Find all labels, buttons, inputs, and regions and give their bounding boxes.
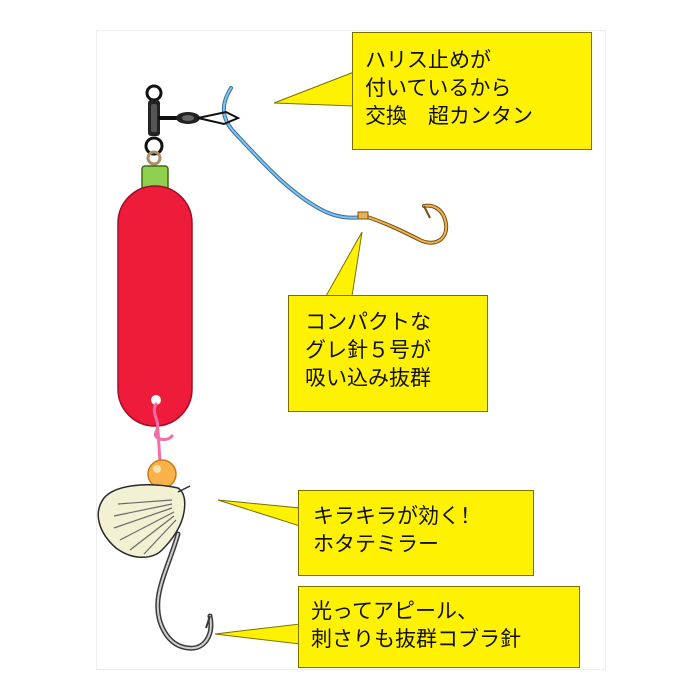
leader-line xyxy=(221,86,368,220)
swivel-icon xyxy=(144,84,241,166)
callout-line: コンパクトな xyxy=(305,310,431,334)
gure-hook-icon xyxy=(357,203,449,245)
callout-line: グレ針５号が xyxy=(305,338,431,362)
callout-pointer-1 xyxy=(273,71,355,107)
cobra-hook-icon xyxy=(155,531,214,651)
callout-scallop-mirror: キラキラが効く！ ホタテミラー xyxy=(298,490,534,576)
scallop-mirror-icon xyxy=(97,484,191,558)
callout-harisu-stopper: ハリス止めが 付いているから 交換 超カンタン xyxy=(352,32,592,150)
callout-line: キラキラが効く！ xyxy=(313,504,481,528)
callout-pointer-4 xyxy=(214,623,301,645)
callout-gure-hook: コンパクトな グレ針５号が 吸い込み抜群 xyxy=(288,295,488,412)
pink-leader xyxy=(152,402,174,464)
bead-icon xyxy=(147,459,177,489)
callout-line: ホタテミラー xyxy=(313,532,439,556)
diagram-frame xyxy=(96,30,606,670)
callout-line: ハリス止めが xyxy=(365,48,491,72)
callout-cobra-hook: 光ってアピール、 刺さりも抜群コブラ針 xyxy=(298,586,580,668)
callout-line: 交換 超カンタン xyxy=(365,104,533,128)
callout-pointer-2 xyxy=(325,231,363,297)
callout-line: 吸い込み抜群 xyxy=(305,366,431,390)
callout-line: 付いているから xyxy=(365,76,512,100)
float-icon xyxy=(117,165,193,427)
callout-line: 光ってアピール、 xyxy=(311,599,478,623)
callout-line: 刺さりも抜群コブラ針 xyxy=(311,627,521,651)
callout-pointer-3 xyxy=(217,499,301,527)
